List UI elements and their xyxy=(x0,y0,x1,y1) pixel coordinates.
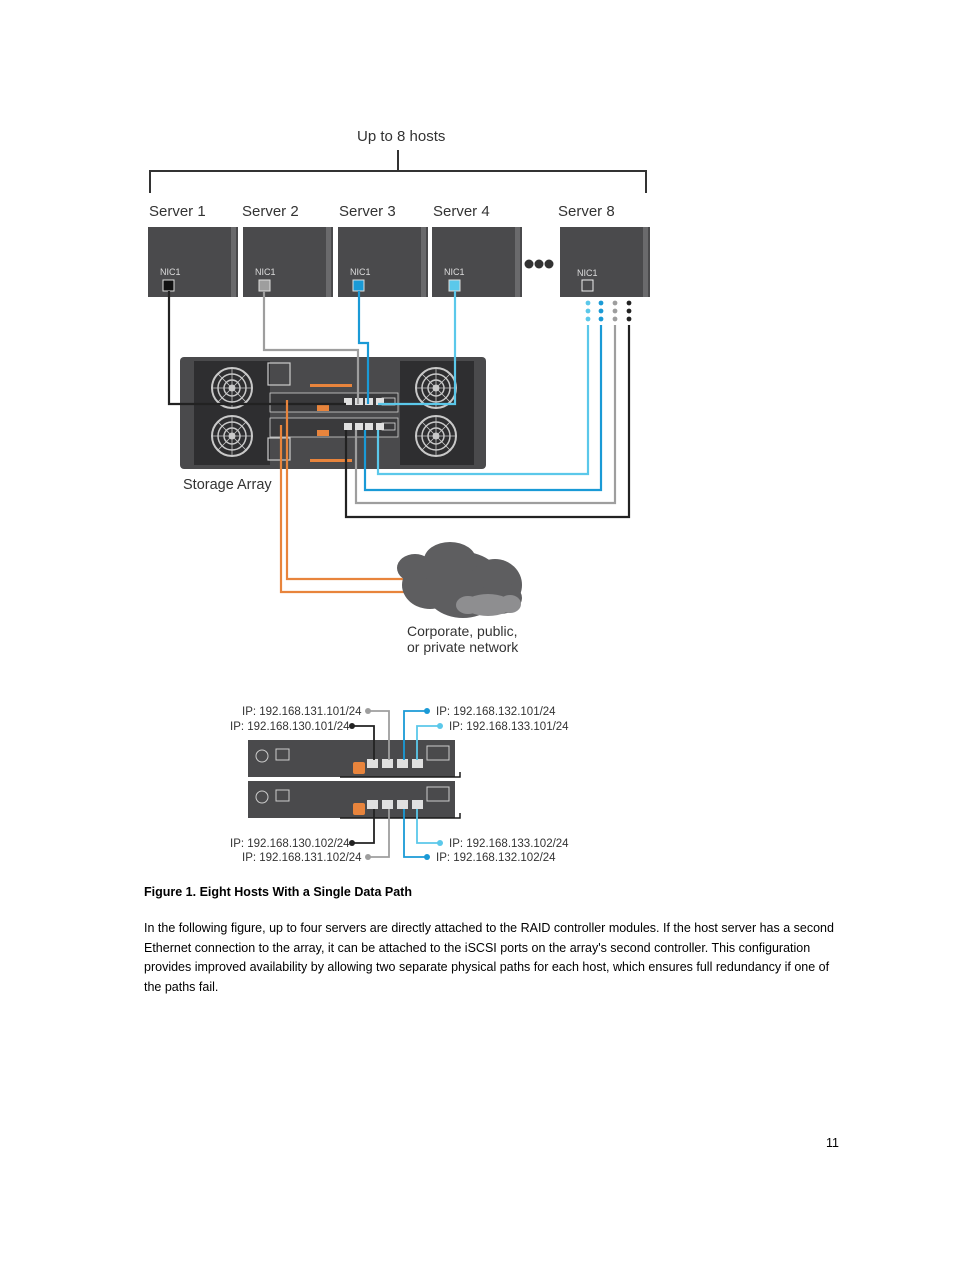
server-8-nic-label: NIC1 xyxy=(577,268,598,278)
server-8: NIC1 xyxy=(560,227,650,297)
power-socket-icon xyxy=(267,437,291,461)
network-diagram: Up to 8 hosts Server 1 Server 2 Server 3… xyxy=(148,128,650,864)
server-4-nic-label: NIC1 xyxy=(444,267,465,277)
storage-array xyxy=(180,357,486,469)
nic-port-icon xyxy=(258,279,271,292)
ellipsis-icon xyxy=(524,259,554,269)
nic-port-icon xyxy=(162,279,175,292)
network-cloud-icon xyxy=(397,542,522,618)
nic-port-icon xyxy=(352,279,365,292)
ip-label-bottom-right-2: IP: 192.168.132.102/24 xyxy=(436,852,556,864)
management-cables xyxy=(279,400,426,594)
ip-label-bottom-left-1: IP: 192.168.130.102/24 xyxy=(230,838,350,850)
server-1-label: Server 1 xyxy=(149,203,206,220)
server-4: NIC1 xyxy=(432,227,522,297)
controller-module-top xyxy=(269,392,399,413)
ip-label-top-left-2: IP: 192.168.130.101/24 xyxy=(230,721,350,733)
server-3-nic-label: NIC1 xyxy=(350,267,371,277)
server-3: NIC1 xyxy=(338,227,428,297)
server-3-label: Server 3 xyxy=(339,203,396,220)
fan-icon xyxy=(211,367,253,409)
fan-icon xyxy=(415,367,457,409)
fan-icon xyxy=(211,415,253,457)
server-2: NIC1 xyxy=(243,227,333,297)
network-label-line2: or private network xyxy=(407,639,519,655)
controller-detail xyxy=(248,740,461,819)
continuation-dots xyxy=(585,300,632,322)
body-paragraph: In the following figure, up to four serv… xyxy=(144,921,834,994)
nic-port-icon xyxy=(581,279,594,292)
server-8-label: Server 8 xyxy=(558,203,615,220)
ip-label-bottom-left-2: IP: 192.168.131.102/24 xyxy=(242,852,362,864)
network-label-line1: Corporate, public, xyxy=(407,623,518,639)
server-2-label: Server 2 xyxy=(242,203,299,220)
server-1: NIC1 xyxy=(148,227,238,297)
ip-leader-dots xyxy=(349,708,443,860)
ip-label-top-right-2: IP: 192.168.133.101/24 xyxy=(449,721,569,733)
ip-label-top-right-1: IP: 192.168.132.101/24 xyxy=(436,706,556,718)
ip-label-top-left-1: IP: 192.168.131.101/24 xyxy=(242,706,362,718)
hosts-bracket xyxy=(149,150,647,193)
server-1-nic-label: NIC1 xyxy=(160,267,181,277)
ip-leader-lines xyxy=(352,710,440,858)
host-cables xyxy=(167,291,631,519)
server-2-nic-label: NIC1 xyxy=(255,267,276,277)
page-number: 11 xyxy=(826,1136,839,1150)
figure-caption: Figure 1. Eight Hosts With a Single Data… xyxy=(144,885,412,899)
storage-array-label: Storage Array xyxy=(183,477,272,493)
fan-icon xyxy=(415,415,457,457)
server-4-label: Server 4 xyxy=(433,203,490,220)
hosts-label: Up to 8 hosts xyxy=(357,128,445,145)
power-socket-icon xyxy=(267,362,291,386)
nic-port-icon xyxy=(448,279,461,292)
ip-label-bottom-right-1: IP: 192.168.133.102/24 xyxy=(449,838,569,850)
